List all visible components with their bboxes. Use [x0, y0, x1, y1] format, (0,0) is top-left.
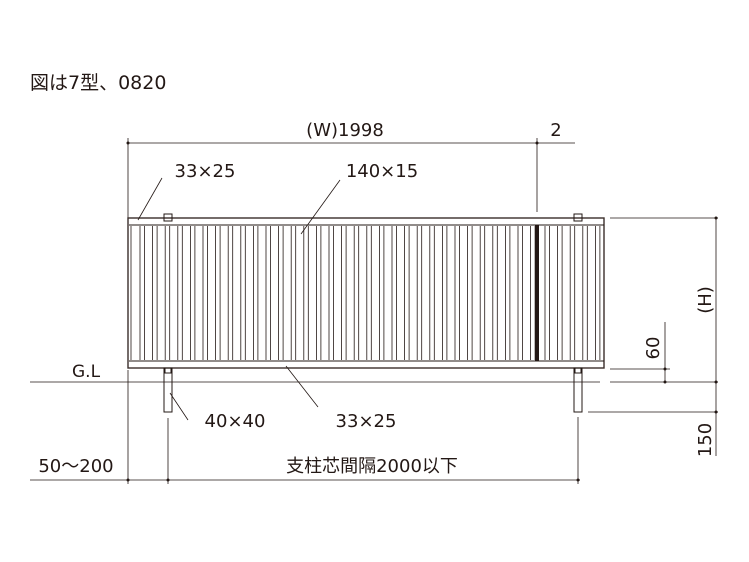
- gap-label: 2: [550, 120, 561, 141]
- height-label: (H): [695, 286, 716, 314]
- post-label: 40×40: [205, 411, 266, 432]
- width-dimension: (W)1998 2: [126, 120, 575, 218]
- width-label: (W)1998: [306, 120, 384, 141]
- top-rail-label: 33×25: [175, 161, 236, 182]
- post-right: [573, 213, 583, 413]
- height-dimension: (H) 60 150: [588, 216, 718, 457]
- slat-label: 140×15: [346, 161, 418, 182]
- embed-depth-label: 150: [695, 423, 716, 457]
- post-left: [163, 213, 173, 413]
- post-spacing-label: 支柱芯間隔2000以下: [286, 456, 458, 477]
- slats: [130, 226, 601, 360]
- post-offset-label: 50〜200: [38, 456, 113, 477]
- bottom-rail-label: 33×25: [336, 411, 397, 432]
- panel-joint: [535, 225, 539, 361]
- post-spacing-dimension: 50〜200 支柱芯間隔2000以下: [30, 370, 580, 484]
- ground-line-label: G.L: [72, 362, 101, 382]
- fence-panel: [127, 217, 605, 369]
- caption: 図は7型、0820: [30, 72, 166, 94]
- clearance-label: 60: [643, 337, 664, 360]
